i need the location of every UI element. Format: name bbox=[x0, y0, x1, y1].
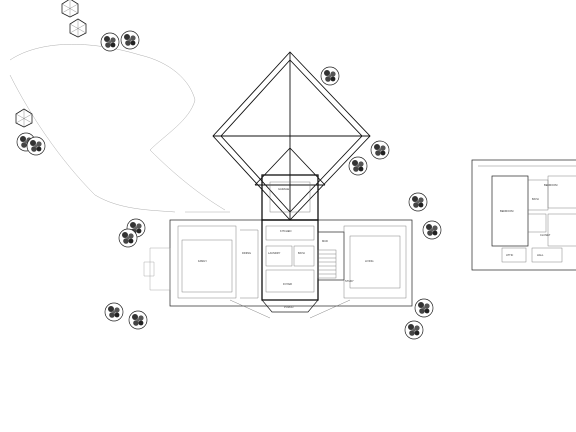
label-inset-closet: CLOSET bbox=[540, 233, 551, 237]
label-inset-bath: BATH bbox=[532, 197, 539, 201]
label-porch: PORCH bbox=[284, 305, 293, 309]
main-house: FAMILY DINING KITCHEN LAUNDRY BATH FOYER… bbox=[143, 219, 413, 319]
label-study: STUDY bbox=[345, 279, 354, 283]
roof-outline bbox=[212, 51, 371, 221]
label-garage: GARAGE bbox=[278, 187, 289, 191]
inset-plan: BEDROOM BATH BEDROOM CLOSET HALL ATTIC bbox=[471, 159, 576, 271]
label-dining: DINING bbox=[242, 251, 251, 255]
stair bbox=[317, 249, 337, 279]
label-mud: MUD bbox=[322, 239, 328, 243]
label-foyer: FOYER bbox=[283, 282, 292, 286]
label-bath: BATH bbox=[298, 251, 305, 255]
label-inset-bedroom: BEDROOM bbox=[544, 183, 557, 187]
label-kitchen: KITCHEN bbox=[280, 229, 292, 233]
label-inset-hall: HALL bbox=[537, 253, 544, 257]
label-inset-attic: ATTIC bbox=[506, 253, 513, 257]
label-inset-bedroom2: BEDROOM bbox=[500, 209, 513, 213]
label-living: LIVING bbox=[365, 259, 374, 263]
driveway bbox=[9, 44, 230, 213]
label-family: FAMILY bbox=[198, 259, 207, 263]
label-laundry: LAUNDRY bbox=[268, 251, 281, 255]
